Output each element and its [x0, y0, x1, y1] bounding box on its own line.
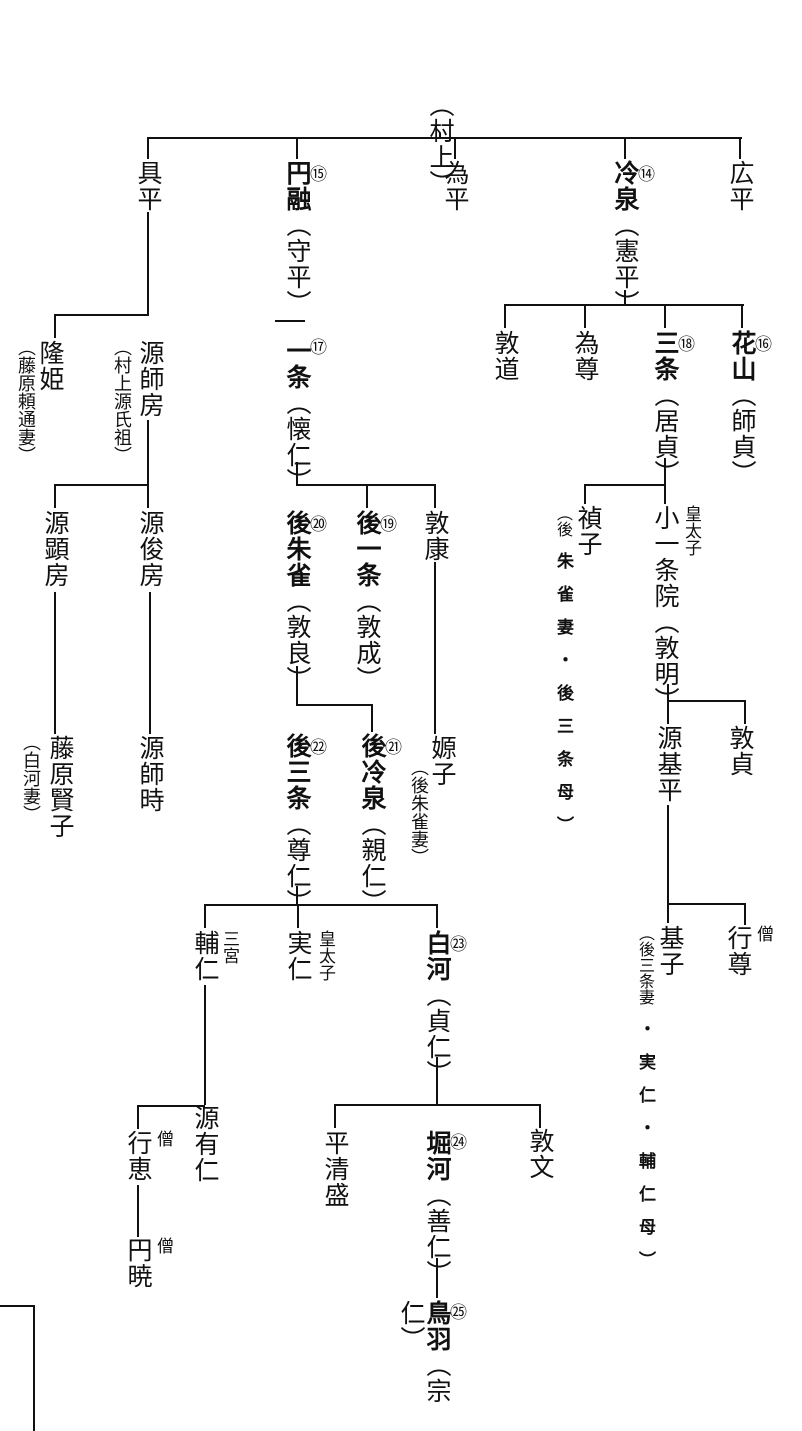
reign-number: ㉔ [450, 1133, 467, 1153]
annotation: 白河妻 [20, 733, 41, 823]
reign-number: ⑱ [678, 335, 695, 355]
node-morofusa: 源師房 [136, 340, 165, 418]
reign-number: ㉕ [450, 1303, 467, 1323]
node-atsumichi: 敦道 [491, 330, 520, 382]
node-gyoson: 行尊 [724, 925, 753, 977]
node-goreizei: 後冷泉親仁 [358, 733, 387, 915]
side-label: 皇太子 [315, 930, 335, 981]
side-label: 僧 [153, 1237, 173, 1254]
node-gosuzaku: 後朱雀敦良 [283, 510, 312, 692]
node-atsusada: 敦貞 [726, 725, 755, 777]
annotation: 朱雀妻・後三条母） [553, 552, 573, 849]
node-sanjo: 三条居貞 [651, 330, 680, 486]
node-toshifusa: 源俊房 [136, 510, 165, 588]
node-tametaka: 為尊 [571, 330, 600, 382]
annotation: 後朱雀妻 [408, 758, 429, 866]
reign-number: ㉒ [310, 738, 327, 758]
node-arihito: 源有仁 [191, 1105, 220, 1183]
annotation: 藤原頼通妻 [15, 338, 36, 464]
node-ichijo: 一条懐仁 [283, 338, 312, 494]
node-gyoe: 行恵 [124, 1130, 153, 1182]
node-enyu: 円融守平 [283, 160, 312, 316]
annotation-head: （後 [554, 505, 573, 537]
node-murakami: 村上 [426, 92, 455, 196]
node-kenshi: 藤原賢子 [46, 735, 75, 839]
node-morotoki: 源師時 [136, 735, 165, 813]
node-goichijo: 後一条敦成 [353, 510, 382, 692]
reign-number: ㉑ [385, 738, 402, 758]
node-kiyomori: 平清盛 [321, 1130, 350, 1208]
reign-number: ⑯ [755, 335, 772, 355]
annotation: ・実仁・輔仁母） [635, 1020, 655, 1284]
node-takahime: 隆姫 [36, 340, 65, 392]
node-atsuyasu: 敦康 [421, 510, 450, 562]
node-gosanjo: 後三条尊仁 [283, 733, 312, 915]
annotation-head: （後三条妻 [636, 925, 655, 1005]
node-genshi: 嫄子 [428, 735, 457, 787]
node-sanehito: 実仁 [284, 930, 313, 982]
node-akifusa: 源顕房 [41, 510, 70, 588]
node-kazan: 花山師貞 [728, 330, 757, 486]
node-horikawa: 堀河善仁 [423, 1130, 452, 1286]
reign-number: ⑳ [310, 515, 327, 535]
reign-number: ⑰ [310, 338, 327, 358]
reign-number: ⑭ [638, 165, 655, 185]
node-reizei: 冷泉憲平 [611, 160, 640, 316]
node-motoko: 基子 [656, 925, 685, 977]
node-atsubumi: 敦文 [526, 1128, 555, 1180]
side-label: 僧 [753, 925, 773, 942]
node-sukehito: 輔仁 [191, 930, 220, 982]
node-teishi: 禎子 [574, 505, 603, 557]
side-label: 皇太子 [681, 505, 701, 556]
node-tomohira: 具平 [134, 160, 163, 212]
annotation: 村上源氏祖 [111, 338, 132, 464]
node-koichijoin: 小一条院敦明 [651, 505, 680, 713]
node-motohira: 源基平 [654, 725, 683, 803]
node-engyo: 円暁 [124, 1237, 153, 1289]
reign-number: ㉓ [450, 935, 467, 955]
reign-number: ⑮ [310, 165, 327, 185]
node-tamehira: 為平 [441, 160, 470, 212]
reign-number: ⑲ [380, 515, 397, 535]
side-label: 僧 [153, 1130, 173, 1147]
side-label: 三宮 [219, 930, 239, 964]
node-shirakawa: 白河貞仁 [423, 930, 452, 1086]
node-toba: 鳥羽宗仁 [397, 1300, 452, 1431]
node-hirohira: 広平 [726, 160, 755, 212]
